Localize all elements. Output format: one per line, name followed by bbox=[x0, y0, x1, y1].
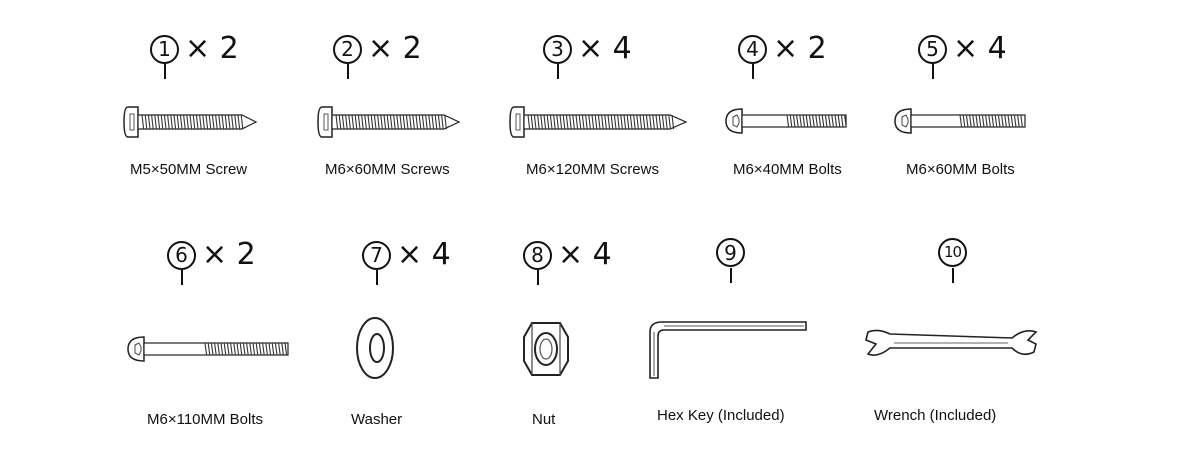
pan-head-screw-icon bbox=[509, 106, 688, 138]
part-5-leader-line bbox=[932, 64, 934, 79]
part-1-callout: 1 × 2 bbox=[150, 34, 239, 64]
part-8-label: Nut bbox=[532, 411, 556, 428]
part-4-callout: 4 × 2 bbox=[738, 34, 827, 64]
washer-icon bbox=[356, 317, 394, 379]
part-2-callout: 2 × 2 bbox=[333, 34, 422, 64]
part-10-leader-line bbox=[952, 268, 954, 283]
part-1-label: M5×50MM Screw bbox=[130, 161, 248, 178]
part-6-number: 6 bbox=[167, 240, 196, 270]
part-7-callout: 7 × 4 bbox=[362, 240, 451, 270]
part-3-callout: 3 × 4 bbox=[543, 34, 632, 64]
part-10-label: Wrench (Included) bbox=[874, 407, 997, 424]
part-5-label: M6×60MM Bolts bbox=[906, 161, 1015, 178]
part-1-leader-line bbox=[164, 64, 166, 79]
part-9-callout: 9 bbox=[716, 238, 745, 267]
part-3-label: M6×120MM Screws bbox=[526, 161, 659, 178]
button-head-bolt-icon bbox=[127, 336, 289, 362]
part-8-leader-line bbox=[537, 270, 539, 285]
part-7-number: 7 bbox=[362, 240, 391, 270]
part-2-quantity: × 2 bbox=[368, 31, 422, 66]
hex-key-icon bbox=[649, 321, 807, 379]
part-3-leader-line bbox=[557, 64, 559, 79]
part-6-label: M6×110MM Bolts bbox=[147, 411, 264, 428]
part-3-number: 3 bbox=[543, 34, 572, 64]
part-8-callout: 8 × 4 bbox=[523, 240, 612, 270]
part-4-quantity: × 2 bbox=[773, 31, 827, 66]
part-4-leader-line bbox=[752, 64, 754, 79]
part-1-quantity: × 2 bbox=[185, 31, 239, 66]
part-6-callout: 6 × 2 bbox=[167, 240, 256, 270]
part-4-label: M6×40MM Bolts bbox=[733, 161, 842, 178]
part-3-quantity: × 4 bbox=[578, 31, 632, 66]
part-7-label: Washer bbox=[351, 411, 403, 428]
part-2-number: 2 bbox=[333, 34, 362, 64]
part-8-number: 8 bbox=[523, 240, 552, 270]
part-10-callout: 10 bbox=[938, 238, 967, 267]
part-10-number: 10 bbox=[938, 238, 967, 267]
part-9-number: 9 bbox=[716, 238, 745, 267]
part-5-number: 5 bbox=[918, 34, 947, 64]
part-9-label: Hex Key (Included) bbox=[657, 407, 785, 424]
part-7-quantity: × 4 bbox=[397, 237, 451, 272]
part-5-callout: 5 × 4 bbox=[918, 34, 1007, 64]
button-head-bolt-icon bbox=[725, 108, 847, 134]
part-6-quantity: × 2 bbox=[202, 237, 256, 272]
part-2-leader-line bbox=[347, 64, 349, 79]
pan-head-screw-icon bbox=[123, 106, 258, 138]
button-head-bolt-icon bbox=[894, 108, 1026, 134]
wrench-icon bbox=[865, 329, 1038, 356]
part-5-quantity: × 4 bbox=[953, 31, 1007, 66]
part-6-leader-line bbox=[181, 270, 183, 285]
part-4-number: 4 bbox=[738, 34, 767, 64]
part-8-quantity: × 4 bbox=[558, 237, 612, 272]
part-9-leader-line bbox=[730, 268, 732, 283]
hex-nut-icon bbox=[523, 322, 569, 376]
part-1-number: 1 bbox=[150, 34, 179, 64]
part-7-leader-line bbox=[376, 270, 378, 285]
pan-head-screw-icon bbox=[317, 106, 461, 138]
part-2-label: M6×60MM Screws bbox=[325, 161, 450, 178]
